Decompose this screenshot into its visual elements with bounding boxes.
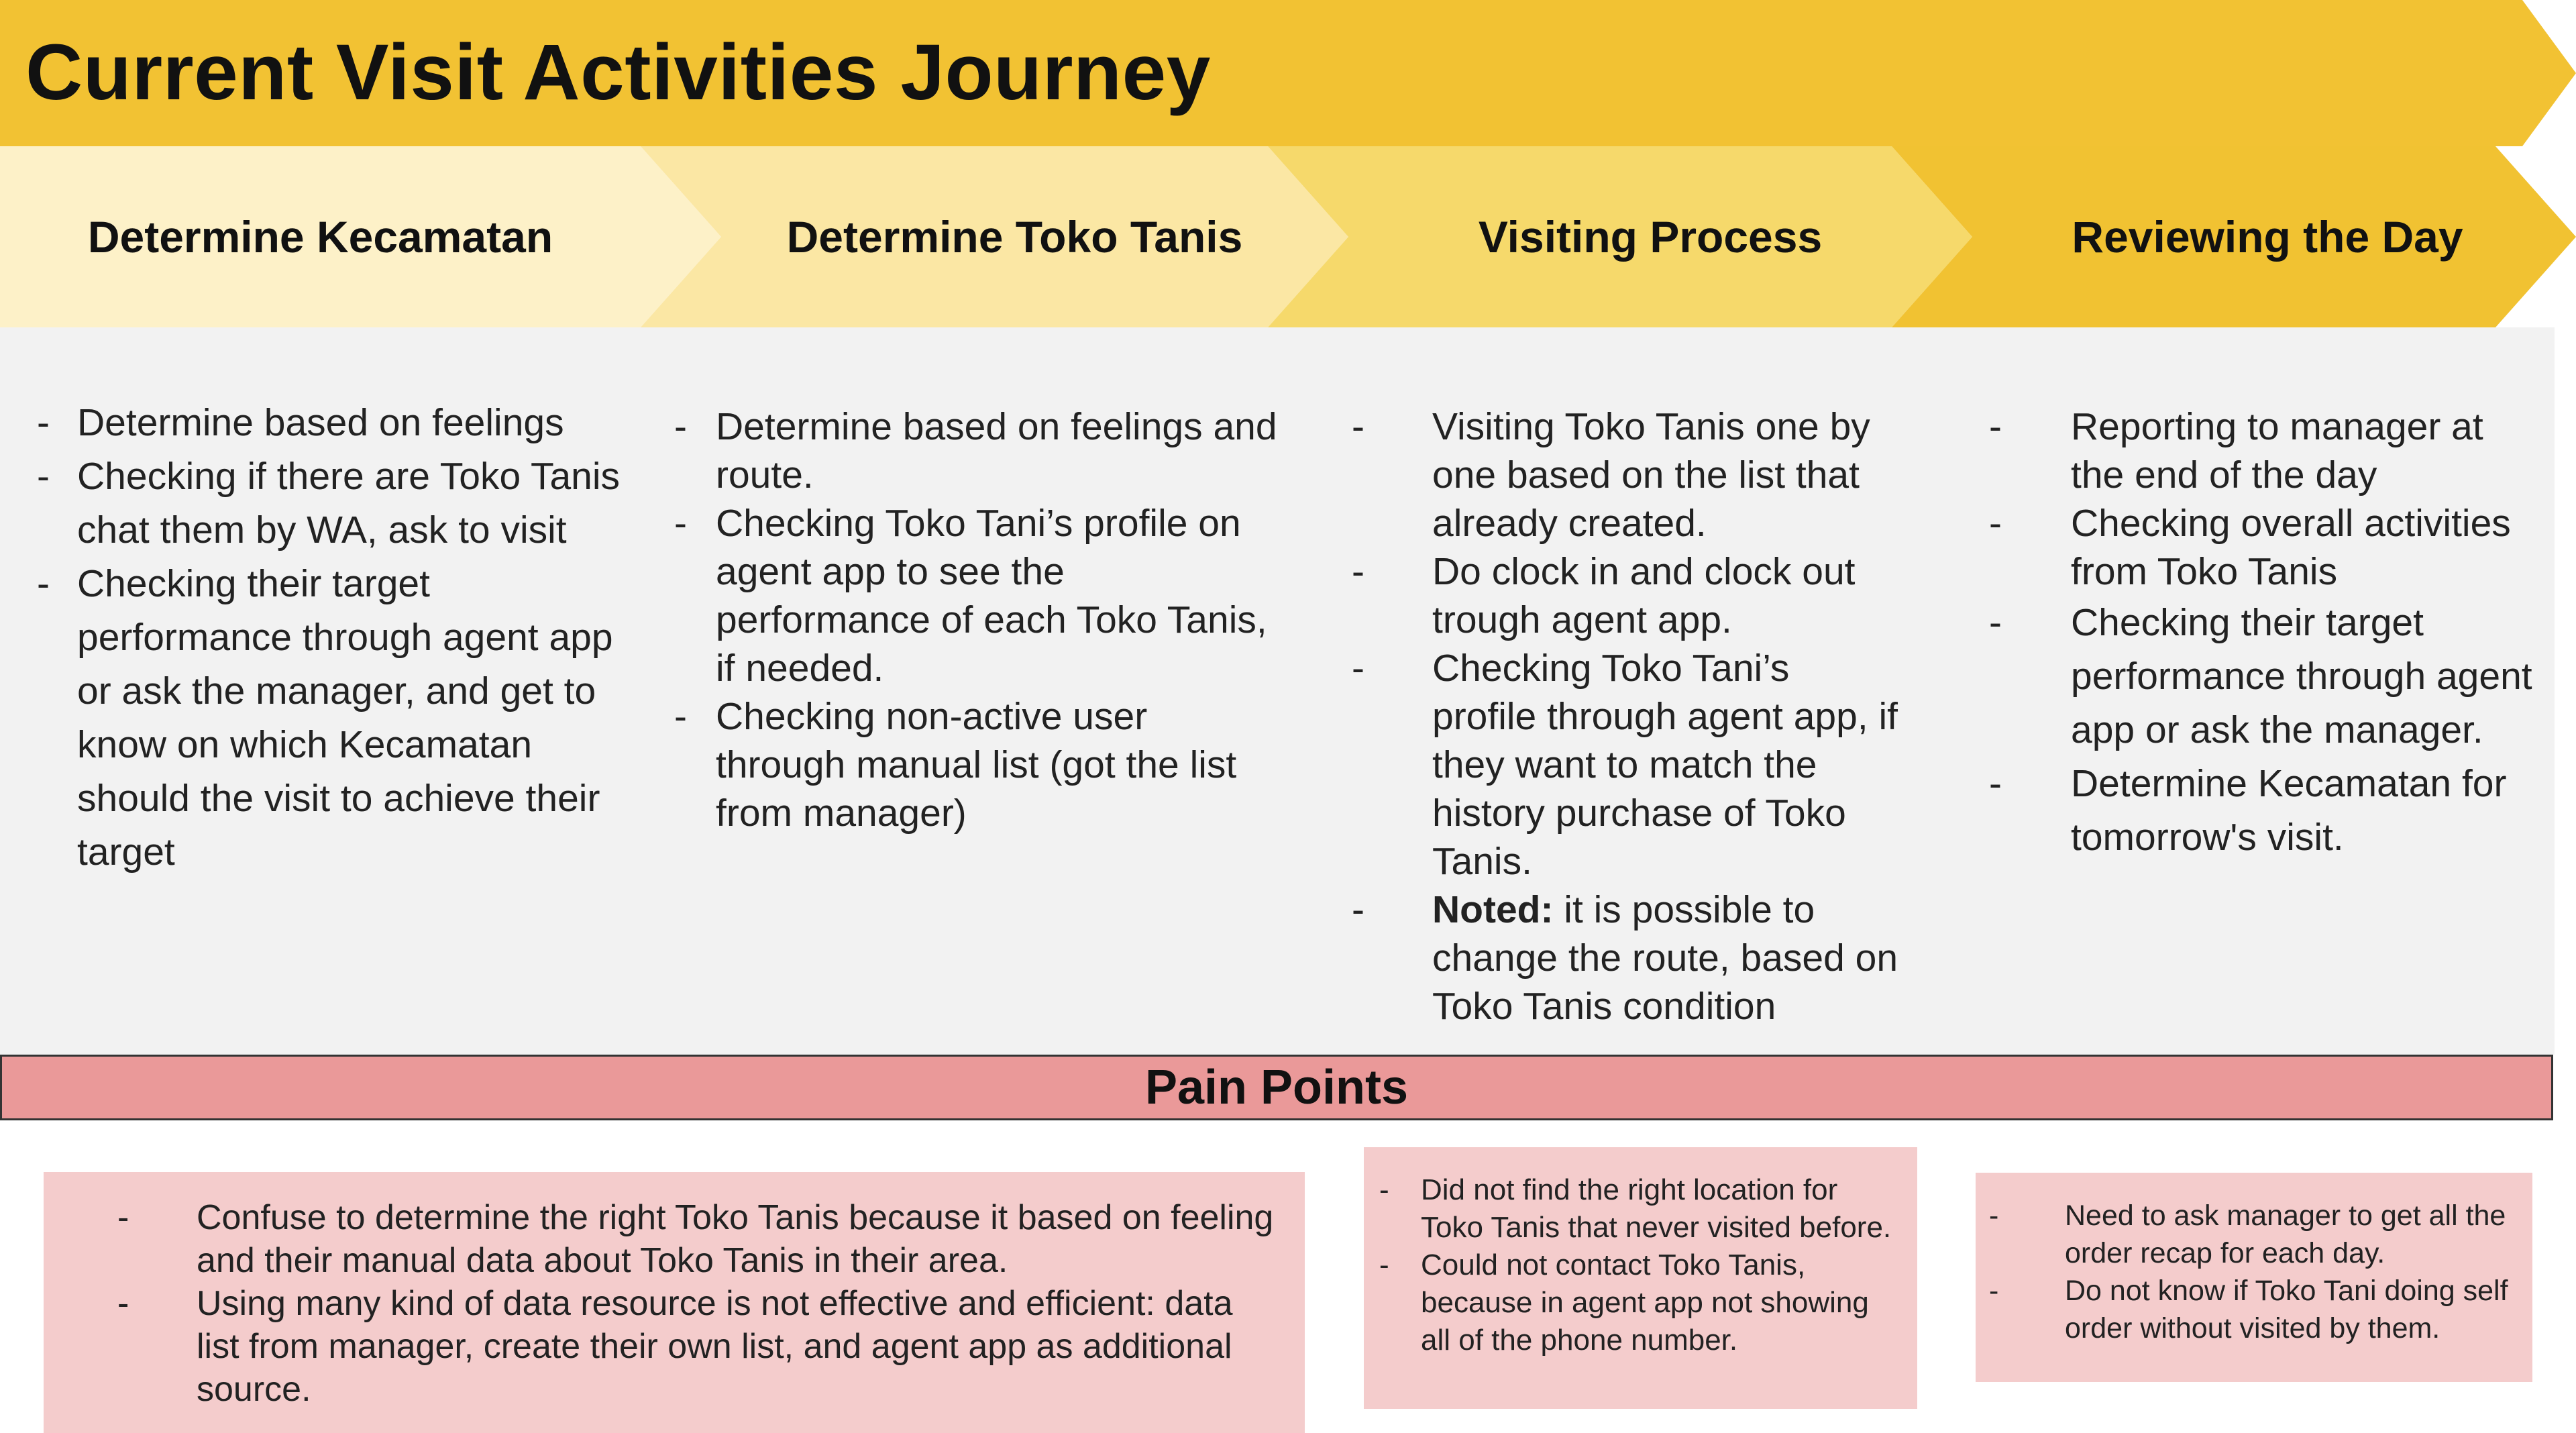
bullet-dash: - <box>674 405 687 448</box>
activity-item: -Checking non-active user through manual… <box>674 692 1278 837</box>
activity-item: - Determine Kecamatan for tomorrow's visi… <box>1989 757 2539 864</box>
bullet-dash: - <box>1352 405 1364 448</box>
pain-point-text: Did not find the right location for Toko… <box>1421 1173 1892 1244</box>
activity-list: - Reporting to manager at the end of the … <box>1989 403 2539 864</box>
pain-point-box-planning: - Confuse to determine the right Toko Tan… <box>44 1172 1305 1433</box>
pain-point-box-visiting: -Did not find the right location for Tok… <box>1364 1147 1917 1409</box>
bullet-dash: - <box>1379 1173 1389 1206</box>
bullet-dash: - <box>1989 502 2002 545</box>
pain-point-list: - Confuse to determine the right Toko Tan… <box>117 1196 1278 1411</box>
activity-text: Checking Toko Tani’s profile through age… <box>1432 647 1898 883</box>
activity-text: Reporting to manager at the end of the d… <box>2071 405 2483 496</box>
bullet-dash: - <box>1352 550 1364 593</box>
pain-points-header: Pain Points <box>0 1055 2553 1120</box>
activity-text: Checking if there are Toko Tanis chat th… <box>77 455 621 551</box>
activity-item: -Determine based on feelings <box>37 396 621 449</box>
bullet-dash: - <box>1352 888 1364 931</box>
pain-point-list: - Need to ask manager to get all the orde… <box>1989 1197 2519 1347</box>
bullet-dash: - <box>1379 1249 1389 1281</box>
bullet-dash: - <box>674 502 687 545</box>
bullet-dash: - <box>37 455 50 498</box>
activity-text: Determine based on feelings <box>77 401 564 444</box>
phase-title: Determine Toko Tanis <box>786 212 1243 262</box>
activity-list: - Visiting Toko Tanis one by one based on… <box>1352 403 1902 1030</box>
bullet-dash: - <box>674 695 687 738</box>
bullet-dash: - <box>117 1284 129 1323</box>
pain-points-title: Pain Points <box>1144 1061 1409 1114</box>
activities-column-visiting-process: - Visiting Toko Tanis one by one based on… <box>1352 403 1902 1030</box>
bullet-dash: - <box>37 401 50 444</box>
activity-list: -Determine based on feelings -Checking i… <box>37 396 621 879</box>
activity-list: -Determine based on feelings and route. … <box>674 403 1278 837</box>
activity-text: Visiting Toko Tanis one by one based on … <box>1432 405 1870 545</box>
activities-column-determine-kecamatan: -Determine based on feelings -Checking i… <box>37 396 621 879</box>
bullet-dash: - <box>1989 1275 1999 1307</box>
activity-item: - Checking their target performance throu… <box>1989 596 2539 757</box>
activity-item: -Checking Toko Tani’s profile on agent a… <box>674 499 1278 692</box>
pain-point-item: - Need to ask manager to get all the orde… <box>1989 1197 2519 1272</box>
activities-column-determine-toko-tanis: -Determine based on feelings and route. … <box>674 403 1278 837</box>
bullet-dash: - <box>37 562 50 605</box>
note-label: Noted: <box>1432 888 1554 931</box>
phase-chevron-determine-toko-tanis: Determine Toko Tanis <box>641 146 1348 327</box>
activity-item: - Reporting to manager at the end of the … <box>1989 403 2539 499</box>
activity-text: Checking their target performance throug… <box>77 562 613 873</box>
phase-title: Reviewing the Day <box>2072 212 2463 262</box>
phase-title: Visiting Process <box>1478 212 1823 262</box>
activity-note: - Noted: it is possible to change the rou… <box>1352 886 1902 1030</box>
bullet-dash: - <box>117 1198 129 1237</box>
pain-point-text: Need to ask manager to get all the order… <box>2065 1200 2506 1269</box>
activity-text: Determine Kecamatan for tomorrow's visit… <box>2071 762 2507 859</box>
bullet-dash: - <box>1352 647 1364 690</box>
activity-item: - Checking overall activities from Toko T… <box>1989 499 2539 596</box>
pain-point-box-reviewing: - Need to ask manager to get all the orde… <box>1976 1173 2532 1382</box>
activity-item: -Checking their target performance throu… <box>37 557 621 879</box>
pain-point-list: -Did not find the right location for Tok… <box>1369 1171 1904 1359</box>
pain-point-text: Do not know if Toko Tani doing self orde… <box>2065 1275 2508 1344</box>
pain-point-item: - Do not know if Toko Tani doing self ord… <box>1989 1272 2519 1347</box>
activity-text: Do clock in and clock out trough agent a… <box>1432 550 1856 641</box>
phase-chevron-reviewing-the-day: Reviewing the Day <box>1892 146 2576 327</box>
phase-title: Determine Kecamatan <box>87 212 553 262</box>
activity-item: -Determine based on feelings and route. <box>674 403 1278 499</box>
activity-item: -Checking if there are Toko Tanis chat t… <box>37 449 621 557</box>
activities-column-reviewing-the-day: - Reporting to manager at the end of the … <box>1989 403 2539 864</box>
pain-point-item: -Did not find the right location for Tok… <box>1369 1171 1904 1246</box>
activity-text: Checking Toko Tani’s profile on agent ap… <box>716 502 1267 690</box>
activity-text: Checking non-active user through manual … <box>716 695 1237 835</box>
phase-chevron-visiting-process: Visiting Process <box>1268 146 1972 327</box>
note-text: it is possible to change the route, base… <box>1432 888 1898 1028</box>
pain-point-item: -Could not contact Toko Tanis, because i… <box>1369 1246 1904 1359</box>
phase-chevron-determine-kecamatan: Determine Kecamatan <box>0 146 721 327</box>
activity-text: Checking their target performance throug… <box>2071 601 2532 751</box>
activity-text: Determine based on feelings and route. <box>716 405 1277 496</box>
activities-panel <box>0 327 2555 1055</box>
activity-item: - Do clock in and clock out trough agent … <box>1352 547 1902 644</box>
bullet-dash: - <box>1989 601 2002 644</box>
pain-point-item: - Using many kind of data resource is not… <box>117 1282 1278 1411</box>
bullet-dash: - <box>1989 1200 1999 1232</box>
bullet-dash: - <box>1989 405 2002 448</box>
title-banner <box>0 0 2576 146</box>
pain-point-text: Using many kind of data resource is not … <box>197 1284 1233 1409</box>
pain-point-item: - Confuse to determine the right Toko Tan… <box>117 1196 1278 1282</box>
activity-item: - Checking Toko Tani’s profile through ag… <box>1352 644 1902 886</box>
activity-item: - Visiting Toko Tanis one by one based on… <box>1352 403 1902 547</box>
pain-point-text: Could not contact Toko Tanis, because in… <box>1421 1249 1869 1357</box>
activity-text: Checking overall activities from Toko Ta… <box>2071 502 2511 593</box>
bullet-dash: - <box>1989 762 2002 805</box>
pain-point-text: Confuse to determine the right Toko Tani… <box>197 1198 1274 1280</box>
page-title: Current Visit Activities Journey <box>25 28 1211 117</box>
